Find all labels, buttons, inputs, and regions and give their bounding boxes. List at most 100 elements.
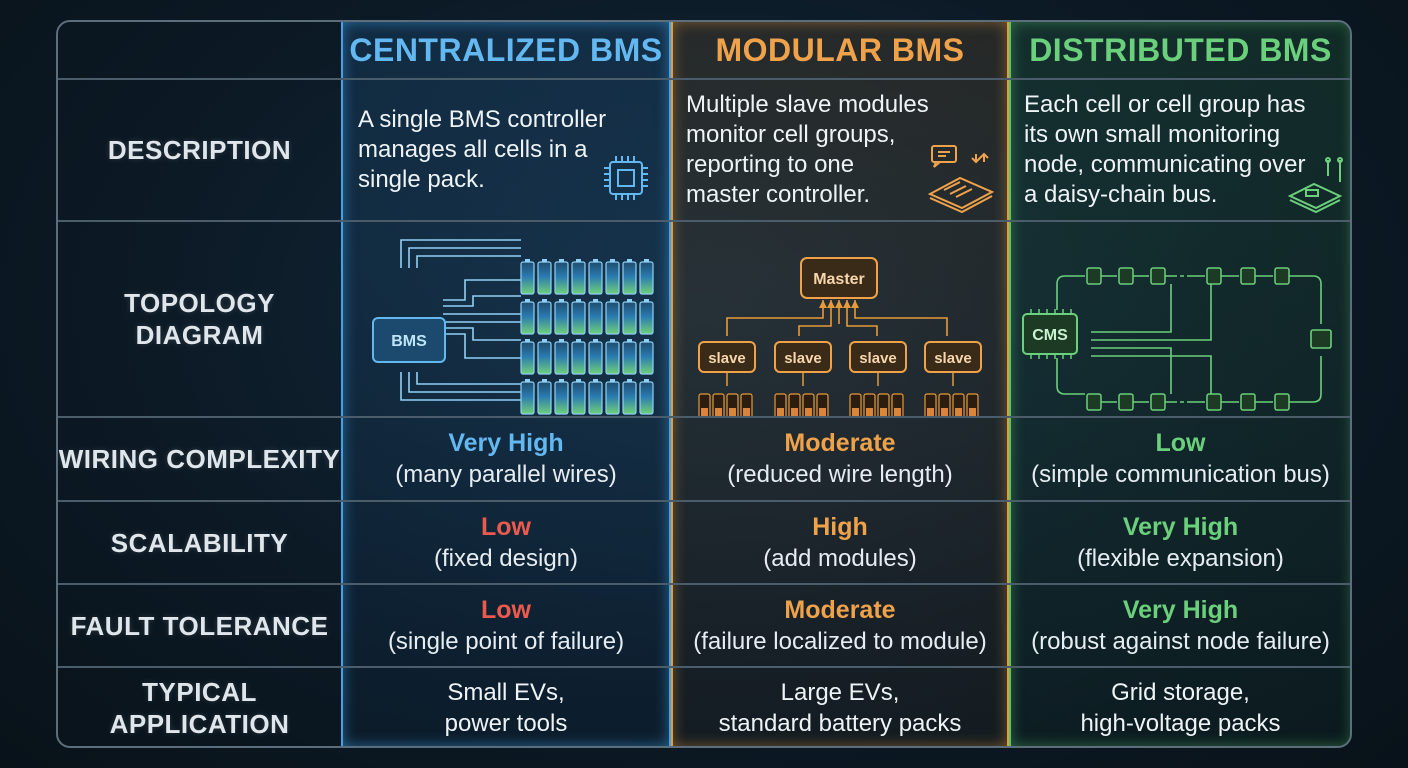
- description-distributed-line: node, communicating over: [1024, 151, 1306, 178]
- battery-cell: [588, 261, 603, 295]
- bms-comparison-table: CENTRALIZED BMS MODULAR BMS DISTRIBUTED …: [56, 20, 1352, 748]
- battery-charge: [791, 408, 798, 416]
- battery-cell: [588, 341, 603, 375]
- battery-charge: [969, 408, 976, 416]
- row-label-scalability: SCALABILITY: [58, 502, 341, 583]
- wiring-centralized-note: (many parallel wires): [395, 461, 617, 488]
- wiring-distributed-rating: Low: [1155, 429, 1206, 457]
- circuit-board-icon: [927, 145, 995, 214]
- master-controller-label: Master: [813, 271, 865, 288]
- header-distributed: DISTRIBUTED BMS: [1009, 22, 1350, 78]
- application-modular: Large EVs, standard battery packs: [671, 668, 1009, 746]
- battery-terminal: [576, 339, 581, 342]
- battery-terminal: [610, 299, 615, 302]
- scalability-modular: High (add modules): [671, 502, 1009, 583]
- battery-cell: [520, 261, 535, 295]
- battery-terminal: [525, 379, 530, 382]
- battery-terminal: [559, 299, 564, 302]
- fault-modular-rating: Moderate: [784, 595, 896, 624]
- battery-terminal: [627, 299, 632, 302]
- scalability-distributed-rating: Very High: [1122, 512, 1239, 541]
- bms-controller-label: BMS: [391, 333, 427, 350]
- battery-cell: [571, 261, 586, 295]
- battery-terminal: [593, 379, 598, 382]
- distributed-topology-diagram: CMS: [1022, 267, 1332, 411]
- battery-terminal: [525, 259, 530, 262]
- row-divider: [58, 500, 1350, 502]
- battery-cell: [571, 341, 586, 375]
- application-centralized: Small EVs, power tools: [341, 668, 671, 746]
- wiring-distributed-note: (simple communication bus): [1031, 461, 1330, 488]
- battery-cell: [639, 301, 654, 335]
- master-controller-box: [800, 257, 878, 299]
- row-label-wiring-text: WIRING COMPLEXITY: [58, 444, 341, 474]
- application-distributed-line: Grid storage,: [1111, 679, 1250, 706]
- slave-module-label: slave: [708, 350, 746, 367]
- battery-terminal: [644, 299, 649, 302]
- battery-terminal: [525, 299, 530, 302]
- monitoring-node: [1240, 393, 1256, 411]
- row-label-topology-line2: DIAGRAM: [135, 320, 264, 350]
- battery-terminal: [542, 299, 547, 302]
- battery-cell: [554, 341, 569, 375]
- wiring-centralized-rating: Very High: [448, 429, 564, 457]
- battery-cell: [520, 341, 535, 375]
- fault-distributed-note: (robust against node failure): [1031, 627, 1330, 655]
- row-divider: [58, 666, 1350, 668]
- monitoring-node: [1206, 267, 1222, 285]
- monitoring-node: [1118, 267, 1134, 285]
- battery-terminal: [576, 379, 581, 382]
- scalability-distributed: Very High (flexible expansion): [1009, 502, 1350, 583]
- battery-charge: [715, 408, 722, 416]
- battery-terminal: [644, 339, 649, 342]
- row-label-typical: TYPICAL APPLICATION: [58, 668, 341, 746]
- monitoring-node: [1240, 267, 1256, 285]
- header-centralized: CENTRALIZED BMS: [341, 22, 671, 78]
- scalability-centralized: Low (fixed design): [341, 502, 671, 583]
- battery-charge: [955, 408, 962, 416]
- fault-centralized-rating: Low: [481, 595, 531, 624]
- description-centralized-line: single pack.: [358, 166, 485, 193]
- battery-terminal: [610, 379, 615, 382]
- fault-distributed-rating: Very High: [1122, 595, 1239, 624]
- row-label-wiring: WIRING COMPLEXITY: [58, 418, 341, 500]
- distributed-column: [1009, 22, 1350, 746]
- monitoring-node: [1086, 393, 1102, 411]
- application-distributed-line: high-voltage packs: [1080, 710, 1281, 737]
- slave-module-label: slave: [784, 350, 822, 367]
- description-modular-line: Multiple slave modules: [686, 91, 929, 118]
- battery-terminal: [559, 339, 564, 342]
- battery-cell: [622, 301, 637, 335]
- row-divider: [58, 220, 1350, 222]
- slave-module-label: slave: [859, 350, 897, 367]
- fault-centralized-note: (single point of failure): [387, 627, 625, 655]
- description-distributed-line: its own small monitoring: [1024, 121, 1281, 148]
- bms-controller-box: [372, 317, 446, 363]
- row-label-description-text: DESCRIPTION: [107, 135, 292, 165]
- cms-controller-box: [1022, 313, 1078, 355]
- description-centralized-line: manages all cells in a: [358, 136, 588, 163]
- description-modular: Multiple slave modules monitor cell grou…: [686, 82, 986, 218]
- row-divider: [58, 583, 1350, 585]
- header-distributed-label: DISTRIBUTED BMS: [1029, 31, 1332, 68]
- monitoring-node: [1118, 393, 1134, 411]
- battery-cell: [639, 261, 654, 295]
- fault-modular: Moderate (failure localized to module): [671, 585, 1009, 666]
- monitoring-node: [1150, 267, 1166, 285]
- battery-cell: [554, 301, 569, 335]
- application-centralized-line: Small EVs,: [447, 679, 565, 706]
- battery-cell: [554, 381, 569, 415]
- pcb-node-icon: [1287, 157, 1343, 214]
- battery-cell: [622, 341, 637, 375]
- row-label-topology: TOPOLOGY DIAGRAM: [58, 222, 341, 416]
- monitoring-node: [1274, 267, 1290, 285]
- header-modular-label: MODULAR BMS: [715, 31, 965, 68]
- fault-centralized: Low (single point of failure): [341, 585, 671, 666]
- description-modular-line: monitor cell groups,: [686, 121, 896, 148]
- battery-cell: [639, 341, 654, 375]
- monitoring-node: [1150, 393, 1166, 411]
- battery-terminal: [593, 339, 598, 342]
- row-label-fault-text: FAULT TOLERANCE: [70, 610, 329, 641]
- scalability-centralized-note: (fixed design): [433, 544, 579, 572]
